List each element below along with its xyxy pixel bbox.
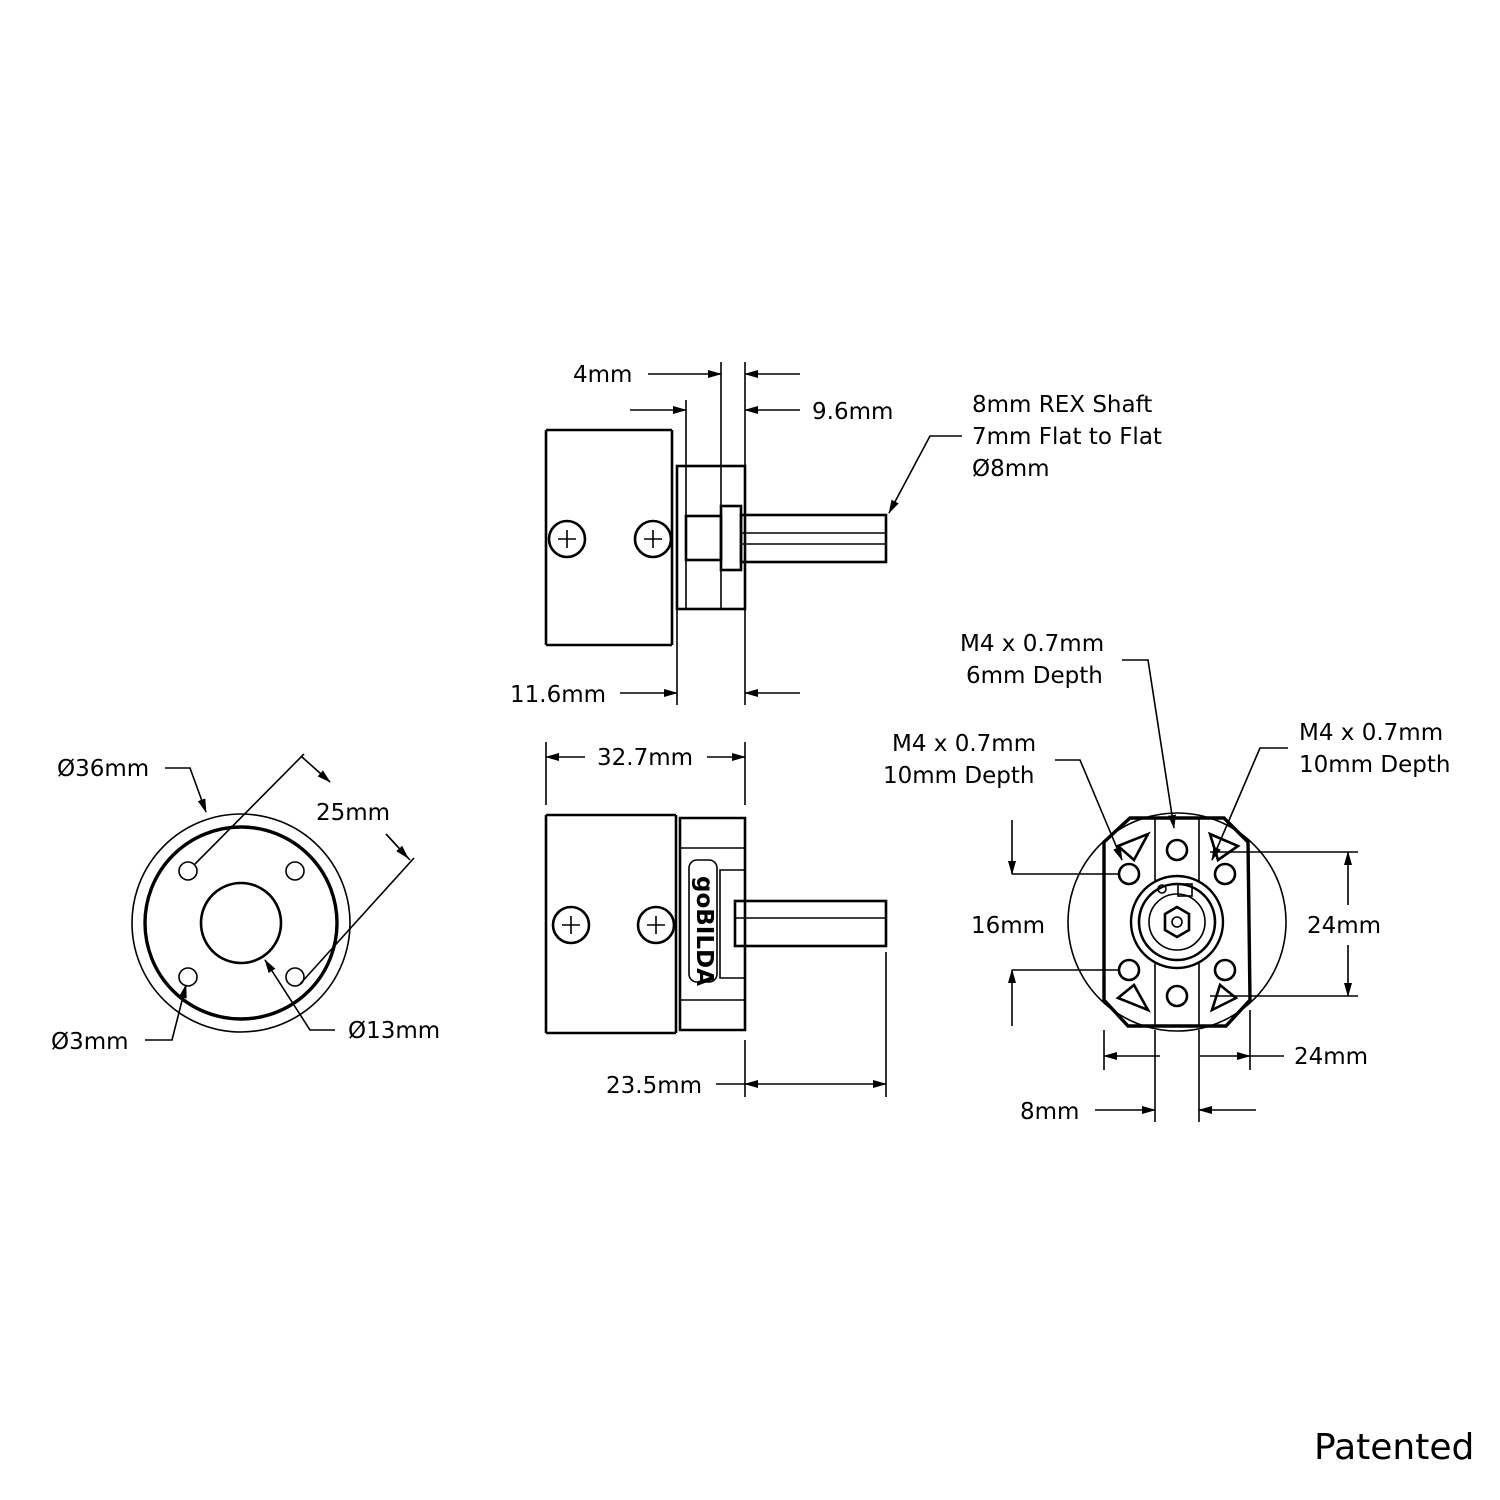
tapped-hole <box>1213 862 1237 886</box>
side-view-bottom: goBILDA <box>544 742 888 1097</box>
label-shaft-1: 8mm REX Shaft <box>972 392 1152 418</box>
label-24mm-v: 24mm <box>1307 913 1381 939</box>
mount-hole-bl <box>178 967 198 987</box>
label-tap-left-2: 10mm Depth <box>883 763 1034 789</box>
screw-icon <box>551 905 591 945</box>
label-dia-pilot: Ø13mm <box>348 1018 440 1044</box>
label-16mm: 16mm <box>971 913 1045 939</box>
label-tap-top-2: 6mm Depth <box>966 663 1103 689</box>
mount-hole-tr <box>285 861 305 881</box>
tapped-hole <box>1117 862 1141 886</box>
label-tap-left-1: M4 x 0.7mm <box>892 731 1036 757</box>
tapped-hole <box>1117 958 1141 982</box>
output-face-view <box>1008 659 1358 1122</box>
label-24mm-h: 24mm <box>1294 1044 1368 1070</box>
label-8mm: 8mm <box>1020 1099 1079 1125</box>
screw-icon <box>636 905 676 945</box>
dimension-labels: Ø36mm 25mm Ø3mm Ø13mm 4mm 9.6mm 8mm REX … <box>51 362 1474 1468</box>
label-pcd: 25mm <box>316 800 390 826</box>
screw-icon <box>547 519 587 559</box>
label-dia-outer: Ø36mm <box>57 756 149 782</box>
tapped-hole <box>1213 958 1237 982</box>
logo-text: goBILDA <box>691 876 717 986</box>
label-shaft-2: 7mm Flat to Flat <box>972 424 1162 450</box>
screw-icon <box>633 519 673 559</box>
label-dia-hole: Ø3mm <box>51 1029 129 1055</box>
label-tap-right-1: M4 x 0.7mm <box>1299 720 1443 746</box>
hex-shaft-icon <box>1163 905 1191 939</box>
label-11-6mm: 11.6mm <box>510 682 606 708</box>
label-9-6mm: 9.6mm <box>812 399 893 425</box>
label-32-7mm: 32.7mm <box>597 745 693 771</box>
front-face-view <box>131 753 415 1041</box>
mount-hole-tl <box>178 861 198 881</box>
label-4mm: 4mm <box>573 362 632 388</box>
gobilda-logo: goBILDA <box>688 859 718 986</box>
footer-patented: Patented <box>1314 1427 1474 1468</box>
label-tap-right-2: 10mm Depth <box>1299 752 1450 778</box>
label-23-5mm: 23.5mm <box>606 1073 702 1099</box>
label-shaft-3: Ø8mm <box>972 456 1050 482</box>
tapped-hole <box>1165 984 1189 1008</box>
mount-hole-br <box>285 967 305 987</box>
side-view-top <box>544 362 962 705</box>
label-tap-top-1: M4 x 0.7mm <box>960 631 1104 657</box>
tapped-hole <box>1165 838 1189 862</box>
